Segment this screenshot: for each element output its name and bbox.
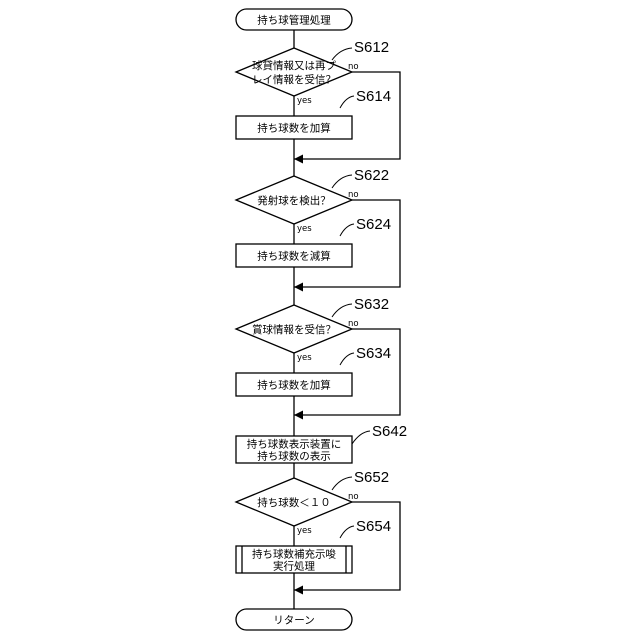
process-s624: 持ち球数を減算 — [236, 244, 352, 267]
step-leader-line — [332, 175, 352, 188]
process-s634-label: 持ち球数を加算 — [257, 379, 331, 392]
start-terminal: 持ち球管理処理 — [236, 9, 352, 30]
step-id-s632: S632 — [354, 296, 389, 313]
step-leader-line — [352, 431, 370, 444]
decision-s632-label: 賞球情報を受信？ — [252, 323, 336, 336]
step-leader-line — [340, 526, 354, 538]
s612-no-label: no — [348, 62, 359, 72]
step-id-s622: S622 — [354, 167, 389, 184]
step-id-s614: S614 — [356, 88, 391, 105]
decision-s632: 賞球情報を受信？ — [236, 305, 352, 353]
decision-s652: 持ち球数＜１０ — [236, 478, 352, 526]
step-id-s624: S624 — [356, 216, 391, 233]
process-s642-label-line1: 持ち球数表示装置に — [247, 438, 342, 451]
s622-yes-label: yes — [297, 224, 312, 234]
s622-no-label: no — [348, 190, 359, 200]
step-leader-line — [332, 304, 352, 317]
process-s614: 持ち球数を加算 — [236, 116, 352, 139]
process-s634: 持ち球数を加算 — [236, 373, 352, 396]
step-id-s642: S642 — [372, 423, 407, 440]
decision-s612-label-line1: 球貸情報又は再プ — [252, 59, 336, 72]
process-s614-label: 持ち球数を加算 — [257, 122, 331, 135]
s632-yes-label: yes — [297, 353, 312, 363]
decision-s652-label: 持ち球数＜１０ — [257, 496, 331, 509]
step-leader-line — [340, 224, 354, 236]
step-leader-line — [340, 353, 354, 365]
step-leader-line — [332, 477, 352, 490]
process-s642: 持ち球数表示装置に 持ち球数の表示 — [236, 436, 352, 463]
step-leader-line — [332, 48, 352, 60]
step-leader-line — [340, 96, 354, 108]
process-s642-label-line2: 持ち球数の表示 — [257, 450, 331, 463]
step-id-s612: S612 — [354, 39, 389, 56]
end-terminal: リターン — [236, 609, 352, 630]
subroutine-s654-label-line2: 実行処理 — [273, 560, 315, 573]
step-id-s654: S654 — [356, 518, 391, 535]
subroutine-s654-label-line1: 持ち球数補充示唆 — [252, 548, 336, 561]
subroutine-s654: 持ち球数補充示唆 実行処理 — [236, 546, 352, 573]
s652-yes-label: yes — [297, 526, 312, 536]
start-terminal-label: 持ち球管理処理 — [257, 14, 331, 27]
step-id-s652: S652 — [354, 469, 389, 486]
process-s624-label: 持ち球数を減算 — [257, 250, 331, 263]
s612-yes-label: yes — [297, 96, 312, 106]
decision-s622-label: 発射球を検出？ — [257, 194, 331, 207]
end-terminal-label: リターン — [273, 615, 314, 627]
s632-no-label: no — [348, 319, 359, 329]
decision-s612: 球貸情報又は再プ レイ情報を受信？ — [236, 48, 352, 96]
s652-no-label: no — [348, 492, 359, 502]
decision-s622: 発射球を検出？ — [236, 176, 352, 224]
decision-s612-label-line2: レイ情報を受信？ — [252, 73, 336, 86]
step-id-s634: S634 — [356, 345, 391, 362]
